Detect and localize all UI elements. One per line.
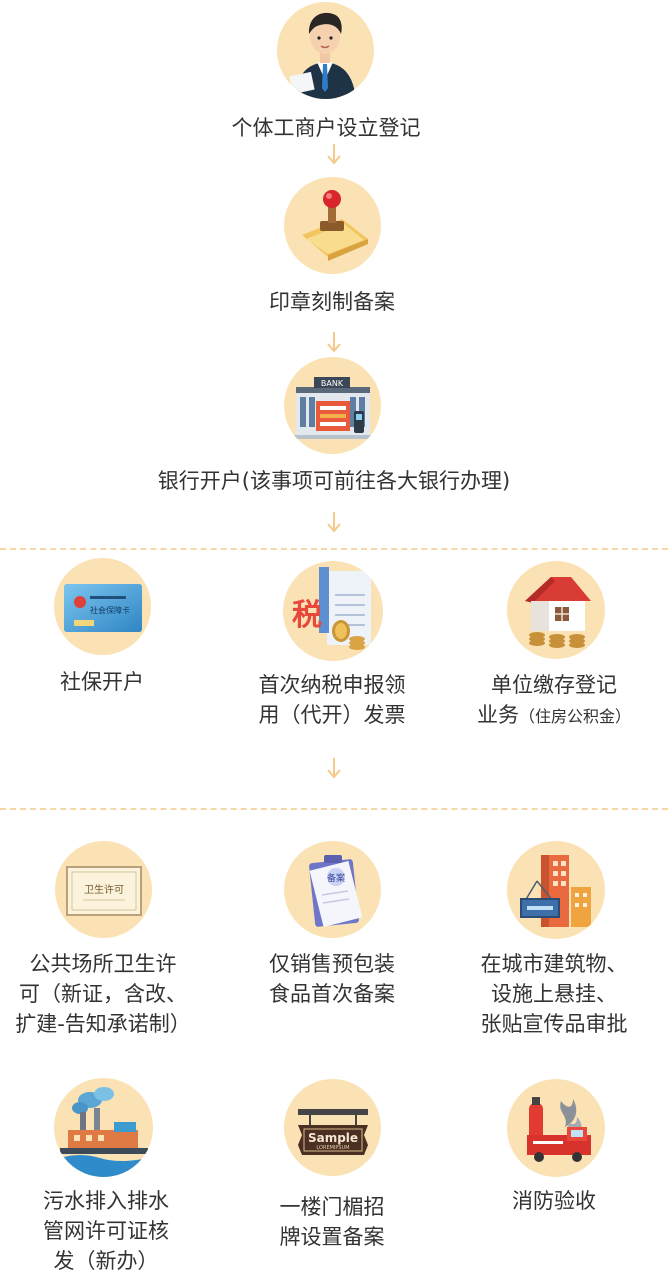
bank-icon: BANK xyxy=(284,357,381,454)
sewage-icon xyxy=(54,1078,153,1177)
svg-text:社会保障卡: 社会保障卡 xyxy=(90,605,130,615)
item-label-health-permit: 公共场所卫生许 可（新证，含改、 扩建-告知承诺制） xyxy=(15,952,191,1036)
step-label-bank-account: 银行开户(该事项可前往各大银行办理) xyxy=(157,469,511,493)
arrow-down-icon xyxy=(327,332,341,353)
arrow-down-icon xyxy=(327,758,341,779)
svg-text:税: 税 xyxy=(292,598,322,633)
item-label-fire-acceptance: 消防验收 xyxy=(512,1189,596,1213)
fire-truck-icon xyxy=(507,1079,605,1177)
arrow-down-icon xyxy=(327,512,341,533)
svg-text:BANK: BANK xyxy=(321,379,344,388)
step-label-business-registration: 个体工商户设立登记 xyxy=(231,116,421,140)
svg-text:卫生许可: 卫生许可 xyxy=(84,883,124,896)
arrow-down-icon xyxy=(327,144,341,165)
svg-text:备案: 备案 xyxy=(327,872,345,884)
item-label-signboard-filing: 一楼门楣招 牌设置备案 xyxy=(279,1195,385,1249)
businessman-icon xyxy=(277,2,374,99)
dashed-divider xyxy=(0,808,668,810)
dashed-divider xyxy=(0,548,668,550)
health-permit-icon: 卫生许可 xyxy=(55,841,152,938)
step-label-seal-filing: 印章刻制备案 xyxy=(269,290,395,314)
filing-clipboard-icon: 备案 xyxy=(284,841,381,938)
stamp-icon xyxy=(284,177,381,274)
item-label-outdoor-advertising: 在城市建筑物、 设施上悬挂、 张贴宣传品审批 xyxy=(480,952,628,1036)
svg-text:LOREMIPSUM: LOREMIPSUM xyxy=(316,1145,349,1151)
social-security-card-icon: 社会保障卡 xyxy=(54,558,151,655)
item-label-tax-filing: 首次纳税申报领 用（代开）发票 xyxy=(258,673,406,727)
item-label-sewage-permit: 污水排入排水 管网许可证核 发（新办） xyxy=(43,1189,169,1273)
item-label-social-security: 社保开户 xyxy=(60,670,144,694)
signboard-icon: Sample LOREMIPSUM xyxy=(284,1079,381,1176)
tax-icon: 税 xyxy=(283,561,383,661)
svg-text:Sample: Sample xyxy=(308,1131,358,1145)
item-label-food-filing: 仅销售预包装 食品首次备案 xyxy=(269,952,395,1006)
item-label-housing-fund: 单位缴存登记 业务（住房公积金） xyxy=(476,673,631,727)
housing-fund-note: （住房公积金） xyxy=(518,707,631,726)
housing-fund-icon xyxy=(507,561,605,659)
building-sign-icon xyxy=(507,841,605,939)
